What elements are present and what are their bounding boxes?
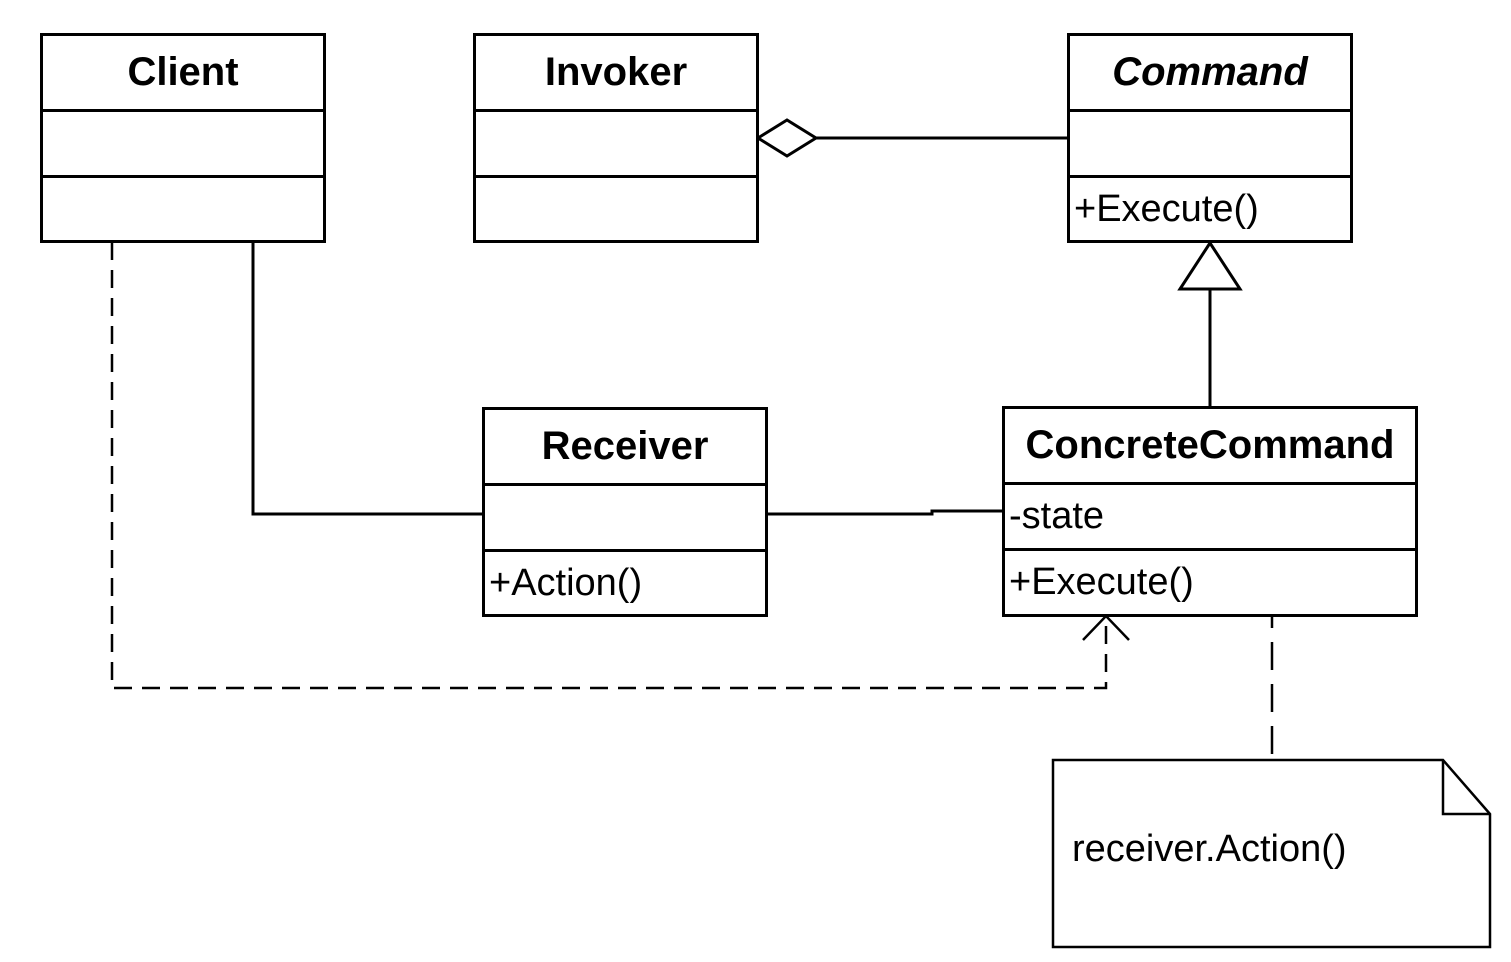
receiver-concretecommand-association [767, 509, 1003, 516]
class-invoker: Invoker [473, 33, 759, 243]
class-invoker-attributes [476, 112, 756, 178]
class-receiver-name: Receiver [485, 410, 765, 486]
class-client: Client [40, 33, 326, 243]
aggregation-diamond [755, 118, 819, 158]
class-command: Command +Execute() [1067, 33, 1353, 243]
class-concrete-command-name: ConcreteCommand [1005, 409, 1415, 485]
class-receiver: Receiver +Action() [482, 407, 768, 617]
client-receiver-association [251, 242, 484, 516]
class-concrete-command-attributes: -state [1005, 485, 1415, 551]
class-concrete-command: ConcreteCommand -state +Execute() [1002, 406, 1418, 617]
class-client-name: Client [43, 36, 323, 112]
class-invoker-operations [476, 178, 756, 240]
class-command-name: Command [1070, 36, 1350, 112]
class-invoker-name: Invoker [476, 36, 756, 112]
class-receiver-operations: +Action() [489, 561, 643, 604]
note-fold [1441, 760, 1490, 816]
generalization-triangle [1177, 240, 1243, 291]
note-text: receiver.Action() [1072, 828, 1347, 870]
class-receiver-attributes [485, 486, 765, 552]
class-client-attributes [43, 112, 323, 178]
note-shape [1051, 758, 1492, 949]
class-client-operations [43, 178, 323, 240]
class-command-attributes [1070, 112, 1350, 178]
class-command-operations: +Execute() [1074, 187, 1259, 230]
class-concrete-command-operations: +Execute() [1009, 561, 1194, 603]
